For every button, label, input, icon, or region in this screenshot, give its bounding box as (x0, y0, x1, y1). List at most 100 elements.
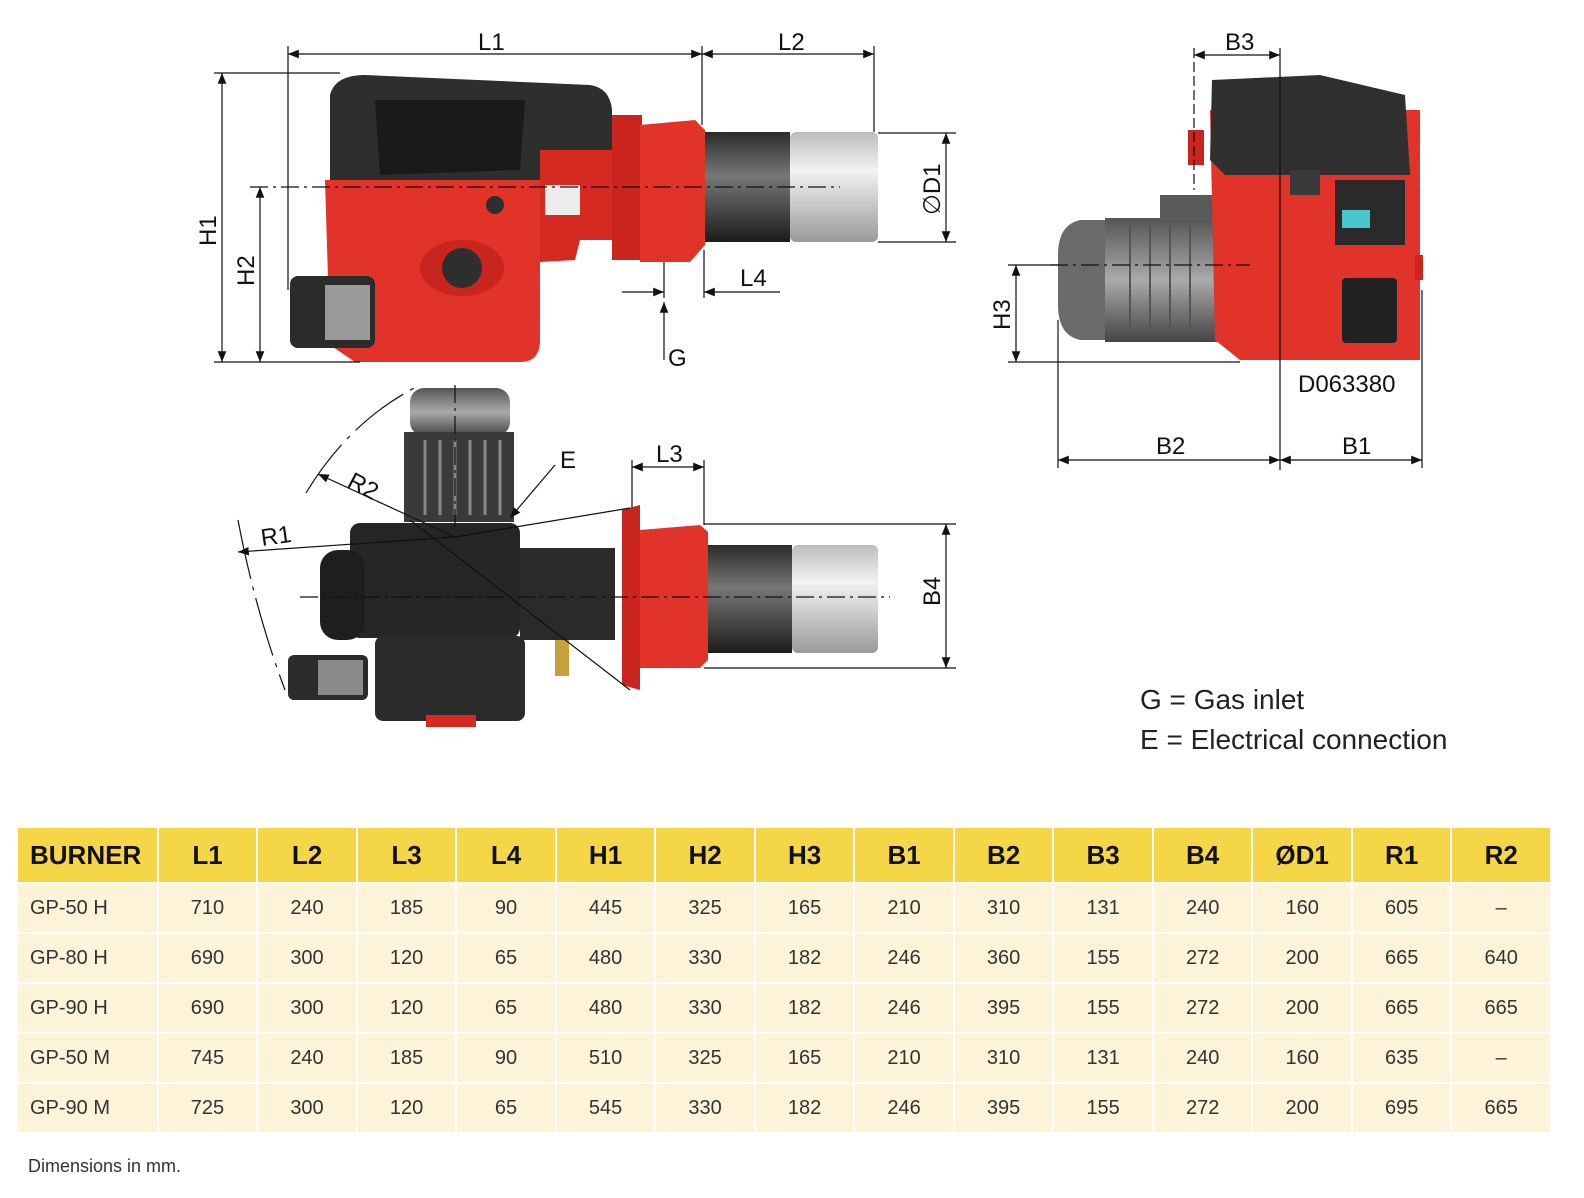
dimension-cell: 160 (1253, 1034, 1351, 1082)
dimension-cell: 330 (656, 1084, 754, 1132)
dimension-cell: 120 (357, 1084, 456, 1132)
header-r2: R2 (1452, 828, 1550, 882)
header-b1: B1 (855, 828, 953, 882)
dimension-cell: 325 (656, 1034, 754, 1082)
dimension-cell: 120 (357, 934, 456, 982)
dimension-cell: 155 (1054, 1084, 1152, 1132)
dimension-cell: 165 (755, 1034, 854, 1082)
dimension-cell: 200 (1253, 1084, 1351, 1132)
header-h3: H3 (755, 828, 854, 882)
dimension-cell: 155 (1054, 984, 1152, 1032)
dimension-cell: 300 (258, 1084, 356, 1132)
footnote: Dimensions in mm. (28, 1156, 182, 1176)
header-l2: L2 (258, 828, 356, 882)
dim-label-R1: R1 (259, 521, 293, 552)
dimension-cell: 200 (1253, 984, 1351, 1032)
dimension-cell: 325 (656, 884, 754, 932)
dimension-cell: 310 (954, 884, 1053, 932)
dimension-cell: – (1452, 884, 1550, 932)
dimension-cell: 665 (1452, 984, 1550, 1032)
side-view (250, 75, 878, 362)
dimension-cell: 690 (158, 934, 257, 982)
dim-label-B4: B4 (919, 577, 946, 606)
dim-label-L1: L1 (478, 29, 505, 56)
dimension-cell: 300 (258, 984, 356, 1032)
dimension-cell: 300 (258, 934, 356, 982)
dimension-cell: 635 (1352, 1034, 1451, 1082)
dim-label-L3: L3 (656, 441, 683, 468)
dimension-cell: 90 (457, 1034, 555, 1082)
dimension-cell: 240 (258, 1034, 356, 1082)
burner-model-cell: GP-50 M (18, 1034, 157, 1082)
dimension-cell: 605 (1352, 884, 1451, 932)
top-view-dimensions (237, 384, 956, 691)
dim-label-L2: L2 (778, 29, 805, 56)
dimension-cell: 90 (457, 884, 555, 932)
top-view (288, 385, 890, 727)
dim-label-H1: H1 (195, 215, 222, 246)
dimensions-table: BURNER L1 L2 L3 L4 H1 H2 H3 B1 B2 B3 B4 … (16, 826, 1552, 1134)
header-b3: B3 (1054, 828, 1152, 882)
dimension-cell: 690 (158, 984, 257, 1032)
dimension-cell: 510 (556, 1034, 655, 1082)
dimension-cell: 131 (1054, 1034, 1152, 1082)
dimension-cell: 395 (954, 984, 1053, 1032)
dim-label-R2: R2 (343, 467, 383, 505)
dimension-cell: 200 (1253, 934, 1351, 982)
dimension-cell: 65 (457, 984, 555, 1032)
dimension-cell: 272 (1153, 1084, 1252, 1132)
drawing-code: D063380 (1298, 371, 1395, 398)
dimension-cell: 310 (954, 1034, 1053, 1082)
header-l4: L4 (457, 828, 555, 882)
dim-label-B3: B3 (1225, 29, 1254, 56)
dimension-cell: 665 (1352, 984, 1451, 1032)
dimension-cell: 240 (1153, 1034, 1252, 1082)
dim-label-L4: L4 (740, 265, 767, 292)
dimension-cell: 160 (1253, 884, 1351, 932)
header-l1: L1 (158, 828, 257, 882)
header-l3: L3 (357, 828, 456, 882)
header-b2: B2 (954, 828, 1053, 882)
header-h1: H1 (556, 828, 655, 882)
dimension-cell: 480 (556, 934, 655, 982)
dimension-cell: 185 (357, 884, 456, 932)
header-h2: H2 (656, 828, 754, 882)
dimension-cell: 120 (357, 984, 456, 1032)
dimension-cell: 185 (357, 1034, 456, 1082)
header-r1: R1 (1352, 828, 1451, 882)
dimension-cell: 665 (1452, 1084, 1550, 1132)
burner-model-cell: GP-50 H (18, 884, 157, 932)
burner-model-cell: GP-90 H (18, 984, 157, 1032)
side-view-labels: L1 L2 H1 H2 ∅D1 L4 G (195, 29, 946, 372)
dimension-cell: 330 (656, 984, 754, 1032)
dimension-cell: 246 (855, 1084, 953, 1132)
header-burner: BURNER (18, 828, 157, 882)
dim-label-E: E (560, 447, 576, 474)
dimension-cell: 165 (755, 884, 854, 932)
dim-label-D1: ∅D1 (919, 163, 946, 215)
header-b4: B4 (1153, 828, 1252, 882)
dim-label-H3: H3 (989, 299, 1016, 330)
dim-label-B1: B1 (1342, 433, 1371, 460)
dimension-cell: 395 (954, 1084, 1053, 1132)
dimension-cell: 330 (656, 934, 754, 982)
dim-label-B2: B2 (1156, 433, 1185, 460)
dim-label-H2: H2 (233, 255, 260, 286)
burner-dimension-drawing: L1 L2 H1 H2 ∅D1 L4 G (195, 29, 1423, 727)
dimension-cell: 246 (855, 984, 953, 1032)
dimension-cell: 65 (457, 1084, 555, 1132)
dimension-cell: 545 (556, 1084, 655, 1132)
header-d1: ØD1 (1253, 828, 1351, 882)
legend: G = Gas inlet E = Electrical connection (1140, 680, 1447, 760)
dimension-cell: 131 (1054, 884, 1152, 932)
dimension-cell: 246 (855, 934, 953, 982)
dimension-cell: 480 (556, 984, 655, 1032)
dimension-cell: 182 (755, 984, 854, 1032)
dimension-cell: 240 (1153, 884, 1252, 932)
dimension-cell: 665 (1352, 934, 1451, 982)
side-view-dimensions (214, 46, 956, 363)
